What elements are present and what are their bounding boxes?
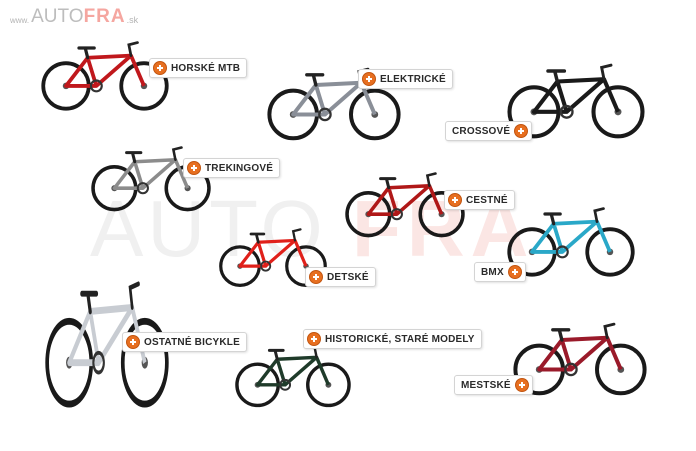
category-label: ELEKTRICKÉ: [380, 73, 446, 85]
category-label: BMX: [481, 266, 504, 278]
category-button-crossove[interactable]: CROSSOVÉ: [445, 121, 533, 141]
plus-circle-icon: [307, 332, 321, 346]
category-label: HORSKÉ MTB: [171, 62, 241, 74]
category-button-detske[interactable]: DETSKÉ: [305, 267, 376, 287]
plus-circle-icon: [362, 72, 376, 86]
plus-circle-icon: [448, 193, 462, 207]
plus-circle-icon: [507, 265, 522, 279]
category-label: HISTORICKÉ, STARÉ MODELY: [325, 333, 475, 345]
category-button-horske-mtb[interactable]: HORSKÉ MTB: [149, 58, 248, 78]
category-label: CESTNÉ: [466, 194, 508, 206]
logo-suffix: .sk: [126, 15, 139, 25]
site-logo[interactable]: www. AUTO FRA .sk: [10, 6, 139, 28]
category-button-bmx[interactable]: BMX: [474, 262, 526, 282]
category-label: TREKINGOVÉ: [205, 162, 274, 174]
category-label: MESTSKÉ: [461, 379, 511, 391]
category-button-ostatne-bicykle[interactable]: OSTATNÉ BICYKLE: [122, 332, 247, 352]
plus-circle-icon: [126, 335, 140, 349]
category-button-historicke[interactable]: HISTORICKÉ, STARÉ MODELY: [303, 329, 482, 349]
category-label: OSTATNÉ BICYKLE: [144, 336, 240, 348]
category-button-elektricke[interactable]: ELEKTRICKÉ: [358, 69, 453, 89]
category-label: CROSSOVÉ: [452, 125, 511, 137]
plus-circle-icon: [514, 124, 529, 138]
category-button-cestne[interactable]: CESTNÉ: [444, 190, 515, 210]
logo-prefix: www.: [10, 16, 30, 25]
category-button-mestske[interactable]: MESTSKÉ: [454, 375, 533, 395]
category-label: DETSKÉ: [327, 271, 369, 283]
plus-circle-icon: [309, 270, 323, 284]
logo-fra: FRA: [83, 6, 126, 27]
plus-circle-icon: [514, 378, 529, 392]
plus-circle-icon: [187, 161, 201, 175]
logo-auto: AUTO: [31, 6, 84, 27]
plus-circle-icon: [153, 61, 167, 75]
category-button-trekingove[interactable]: TREKINGOVÉ: [183, 158, 281, 178]
